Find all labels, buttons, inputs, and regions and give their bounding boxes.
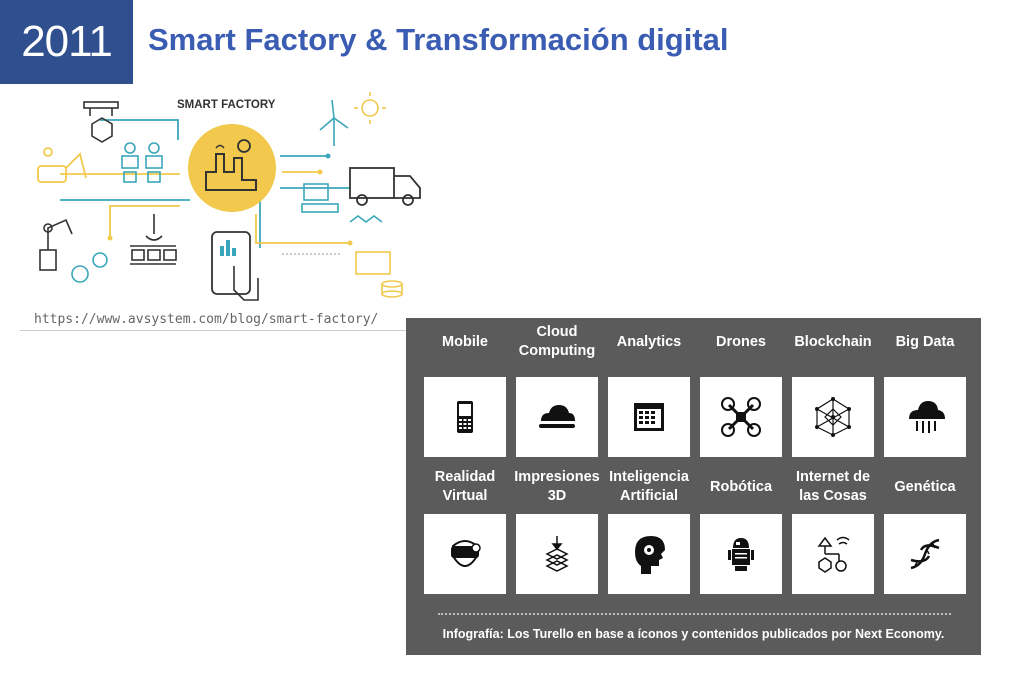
robot-arm-icon xyxy=(39,218,73,271)
label-drones: Drones xyxy=(716,333,766,350)
slide-title: Smart Factory & Transformación digital xyxy=(148,22,729,57)
truck-icon xyxy=(349,167,421,206)
tech-infographic: Mobile Cloud Computing Analytics Drones … xyxy=(406,318,981,655)
wind-turbine-icon xyxy=(319,99,349,146)
tile-inteligencia-artificial xyxy=(608,514,690,594)
conveyor-machine-icon xyxy=(83,101,119,143)
tile-internet-de-las-cosas xyxy=(792,514,874,594)
label-analytics: Analytics xyxy=(616,333,682,350)
source-url[interactable]: https://www.avsystem.com/blog/smart-fact… xyxy=(20,312,419,331)
blockchain-icon xyxy=(815,397,851,437)
label-impresiones-3d: Impresiones 3D xyxy=(514,469,600,504)
label-inteligencia-artificial: Inteligencia Artificial xyxy=(609,469,689,504)
tile-genetica xyxy=(884,514,966,594)
label-blockchain: Blockchain xyxy=(794,333,872,350)
package-icon xyxy=(301,183,383,223)
robot-icon xyxy=(728,538,754,571)
tile-impresiones-3d xyxy=(516,514,598,594)
factory-icon xyxy=(188,124,276,212)
ai-head-icon xyxy=(635,536,665,574)
database-icon xyxy=(355,251,403,298)
dna-icon xyxy=(910,538,940,570)
label-genetica: Genética xyxy=(894,478,956,495)
infographic-credit: Infografía: Los Turello en base a íconos… xyxy=(442,627,945,641)
year-badge: 2011 xyxy=(0,0,133,84)
tile-drones xyxy=(700,377,782,457)
big-data-icon xyxy=(909,401,945,433)
mobile-icon xyxy=(457,401,473,433)
label-robotica: Robótica xyxy=(709,478,773,495)
phone-icon xyxy=(211,231,259,301)
label-realidad-virtual: Realidad Virtual xyxy=(434,469,496,504)
tile-blockchain xyxy=(792,377,874,457)
tile-cloud-computing xyxy=(516,377,598,457)
label-internet-de-las-cosas: Internet de las Cosas xyxy=(795,469,871,504)
analytics-icon xyxy=(634,403,664,431)
label-mobile: Mobile xyxy=(442,333,488,350)
smart-factory-illustration: SMART FACTORY xyxy=(37,92,421,301)
tile-mobile xyxy=(424,377,506,457)
tile-big-data xyxy=(884,377,966,457)
tile-realidad-virtual xyxy=(424,514,506,594)
divider xyxy=(438,613,951,615)
workers-icon xyxy=(121,142,163,183)
3d-printer-icon xyxy=(545,536,569,572)
sun-icon xyxy=(354,92,386,124)
smart-factory-label: SMART FACTORY xyxy=(177,99,276,111)
excavator-icon xyxy=(37,147,87,183)
label-cloud-computing: Cloud Computing xyxy=(518,324,596,359)
label-big-data: Big Data xyxy=(895,333,955,350)
tile-analytics xyxy=(608,377,690,457)
gears-icon xyxy=(71,252,108,283)
iot-icon xyxy=(817,536,850,573)
vr-headset-icon xyxy=(451,540,481,567)
cloud-icon xyxy=(539,405,575,428)
tile-robotica xyxy=(700,514,782,594)
drone-icon xyxy=(721,397,761,437)
assembly-line-icon xyxy=(130,214,177,265)
